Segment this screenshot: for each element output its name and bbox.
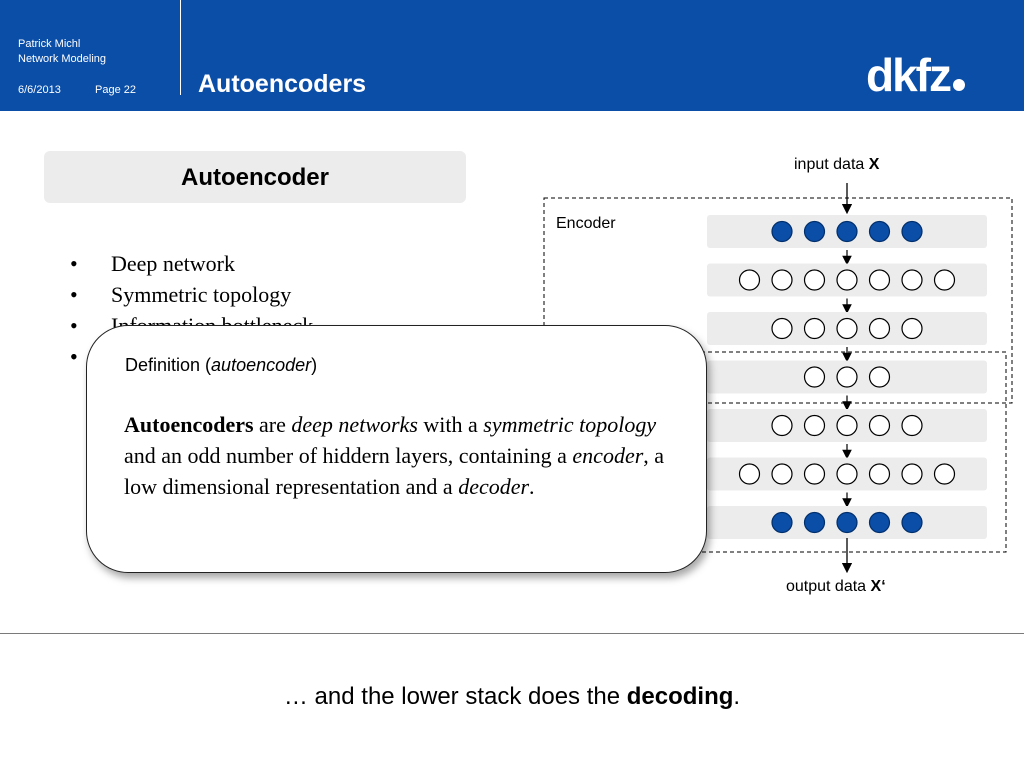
neuron-node [868,414,891,437]
definition-term: Autoencoders [124,412,254,437]
neuron-node [836,269,858,291]
logo-dot-icon [953,79,965,91]
neuron-node [803,220,826,243]
encoder-label: Encoder [556,215,616,232]
neuron-node [868,220,891,243]
input-data-text: input data [794,156,869,173]
neuron-node [771,317,793,340]
neuron-node [868,269,891,291]
neuron-node [771,220,793,243]
neuron-node [738,269,761,291]
section-title: Autoencoder [180,164,329,191]
definition-text: Autoencoders are deep networks with a sy… [124,409,684,502]
neuron-node [933,463,956,485]
logo-text: dkfz [866,49,952,101]
input-data-symbol: X [868,156,880,173]
neuron-node [836,317,858,340]
header-page: Page 22 [95,84,136,96]
output-data-text: output data [786,578,871,595]
neuron-node [933,269,956,291]
definition-text-part: , a low dimensional representation and a [124,443,665,499]
neuron-node [901,220,923,243]
definition-title-prefix: Definition ( [125,355,212,375]
definition-text-part: are [253,412,292,437]
neuron-node [868,511,891,534]
neuron-node [803,269,826,291]
neuron-node [836,414,858,437]
neuron-node [803,463,826,485]
footer-text: … and the lower stack does the [283,683,627,710]
header-divider [180,0,181,95]
input-data-label: input data X [794,156,879,174]
neuron-node [868,317,891,340]
neuron-node [836,511,858,534]
header-author: Patrick Michl [18,38,81,50]
header-date: 6/6/2013 [18,84,61,96]
bullet-item: Symmetric topology [70,279,313,310]
neuron-node [803,317,826,340]
neuron-node [771,414,793,437]
definition-text-part: . [529,474,535,499]
neuron-node [836,463,858,485]
neuron-node [771,463,793,485]
neuron-node [771,511,793,534]
neuron-node [901,463,923,485]
neuron-node [803,366,826,388]
neuron-node [803,414,826,437]
neuron-node [771,269,793,291]
bullet-item: Deep network [70,248,313,279]
slide-header: Patrick Michl Network Modeling 6/6/2013 … [0,0,1024,111]
output-data-label: output data X‘ [786,578,886,596]
footer-emphasis: decoding [626,683,734,710]
definition-title-suffix: ) [311,355,318,375]
footer-divider [0,633,1024,634]
neuron-node [901,414,923,437]
neuron-node [868,366,891,388]
neuron-node [836,220,858,243]
header-subject: Network Modeling [18,53,107,65]
neuron-node [738,463,761,485]
footer-caption: … and the lower stack does the decoding. [0,683,1024,711]
neuron-node [868,463,891,485]
definition-emphasis: decoder [458,474,530,499]
footer-suffix: . [733,683,741,710]
page-title: Autoencoders [198,70,367,98]
neuron-node [901,269,923,291]
neuron-node [803,511,826,534]
definition-box: Definition (autoencoder) Autoencoders ar… [86,325,707,573]
network-layers [707,215,987,539]
neuron-node [836,366,858,388]
definition-emphasis: symmetric topology [483,412,657,437]
encoder-boundary [543,197,1013,404]
dkfz-logo: dkfz [866,52,965,98]
output-data-symbol: X‘ [870,578,886,595]
definition-title-term: autoencoder [211,355,312,375]
neuron-node [901,317,923,340]
section-title-box: Autoencoder [44,151,466,203]
definition-text-part: and an odd number of hiddern layers, con… [124,443,573,468]
definition-title: Definition (autoencoder) [125,355,317,376]
neuron-node [901,511,923,534]
definition-text-part: with a [417,412,484,437]
definition-emphasis: encoder [572,443,644,468]
definition-emphasis: deep networks [291,412,418,437]
